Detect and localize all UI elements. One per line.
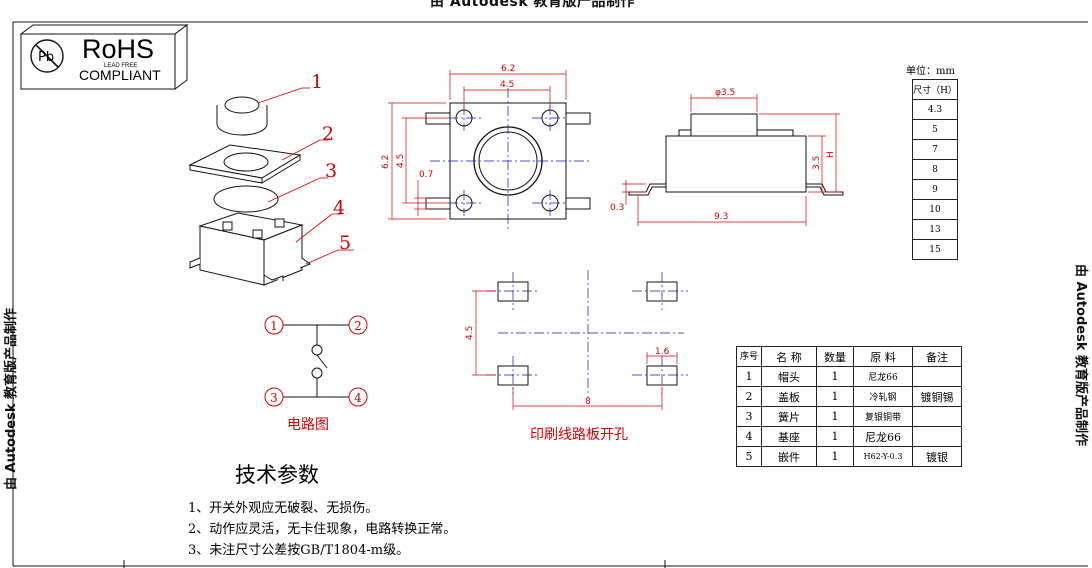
watermark-top: 由 Autodesk 教育版产品制作 [430, 0, 636, 10]
circuit-diagram [283, 324, 351, 398]
bom-cell: 1 [816, 426, 854, 447]
bom-cell: 镀银 [912, 446, 962, 467]
size-table: 尺寸（H） 4.3 5 7 8 9 10 13 15 [912, 79, 958, 260]
bom-cell: 冷轧钢 [853, 386, 913, 407]
bom-cell: 复银铜带 [853, 406, 913, 427]
dim-side-35: 3.5 [812, 156, 822, 170]
bom-cell [912, 366, 962, 387]
unit-label: 单位：mm [906, 66, 955, 77]
side-view-dimensions [622, 94, 840, 226]
top-view-dim-labels: 6.2 4.5 6.2 4.5 0.7 [381, 64, 515, 180]
bom-cell: H62-Y-0.3 [853, 446, 913, 467]
callout-4: 4 [333, 197, 345, 219]
bom-cell: 1 [816, 406, 854, 427]
bom-cell: 镀铜锡 [912, 386, 962, 407]
compliant-text: COMPLIANT [79, 67, 161, 83]
dim-pcb-16: 1.6 [655, 347, 670, 357]
bom-cell: 5 [736, 446, 762, 467]
exploded-callouts [257, 87, 354, 265]
callout-labels: 1 2 3 4 5 [311, 71, 351, 254]
bom-header-qty: 数量 [816, 346, 854, 367]
bom-cell: 4 [736, 426, 762, 447]
circuit-node-2: 2 [354, 319, 362, 333]
drawing-frame [12, 21, 1088, 568]
bom-cell [912, 406, 962, 427]
dim-top-inner: 4.5 [500, 80, 514, 90]
size-value: 8 [912, 159, 958, 180]
dim-cap-dia: φ3.5 [715, 88, 735, 98]
size-table-header: 尺寸（H） [912, 79, 958, 100]
bom-cell: 2 [736, 386, 762, 407]
callout-2: 2 [322, 123, 334, 145]
bom-cell: 1 [816, 446, 854, 467]
callout-3: 3 [325, 160, 337, 182]
size-value: 15 [912, 239, 958, 260]
tech-item-3: 3、未注尺寸公差按GB/T1804-m级。 [188, 543, 410, 558]
size-value: 4.3 [912, 99, 958, 120]
callout-1: 1 [311, 71, 323, 93]
dim-total-width: 9.3 [714, 212, 728, 222]
bom-header-name: 名 称 [761, 346, 817, 367]
side-view-dim-labels: φ3.5 H 3.5 0.3 9.3 [610, 88, 836, 222]
dim-pcb-8: 8 [585, 397, 591, 407]
top-view-dimensions [388, 70, 567, 220]
dim-pcb-45: 4.5 [465, 326, 475, 340]
tech-item-1: 1、开关外观应无破裂、无损伤。 [188, 501, 379, 516]
circuit-node-4: 4 [354, 391, 362, 405]
bom-cell: 盖板 [761, 386, 817, 407]
dim-side-03: 0.3 [610, 203, 624, 213]
size-value: 13 [912, 219, 958, 240]
rohs-logo: Pb RoHS LEAD FREE COMPLIANT [19, 24, 189, 90]
bom-cell: 1 [736, 366, 762, 387]
tech-title: 技术参数 [235, 463, 319, 487]
bom-cell: 尼龙66 [853, 426, 913, 447]
circuit-nodes [264, 315, 368, 407]
lead-free-text: LEAD FREE [104, 63, 137, 69]
size-value: 5 [912, 119, 958, 140]
bom-header-material: 原 料 [853, 346, 913, 367]
exploded-view [188, 96, 312, 286]
pcb-centerlines [486, 270, 688, 398]
bom-header-no: 序号 [736, 346, 762, 367]
bom-cell: 基座 [761, 426, 817, 447]
size-value: 9 [912, 179, 958, 200]
size-value: 7 [912, 139, 958, 160]
circuit-node-1: 1 [270, 319, 278, 333]
side-view [628, 113, 844, 196]
dim-side-inner: 4.5 [396, 154, 406, 168]
bom-cell [912, 426, 962, 447]
bom-header-note: 备注 [912, 346, 962, 367]
bom-cell: 帽头 [761, 366, 817, 387]
pcb-layout [497, 281, 678, 386]
pcb-dim-labels: 4.5 1.6 8 [465, 326, 670, 407]
pcb-dimensions [472, 290, 678, 410]
dim-top-width: 6.2 [501, 64, 515, 74]
dim-height-h: H [826, 151, 836, 158]
bom-cell: 3 [736, 406, 762, 427]
circuit-node-labels: 1 2 3 4 [270, 319, 362, 405]
rohs-text: RoHS [82, 34, 154, 64]
top-view-centerlines [430, 88, 590, 230]
size-value: 10 [912, 199, 958, 220]
tech-item-2: 2、动作应灵活，无卡住现象，电路转换正常。 [188, 522, 457, 537]
dim-side-height: 6.2 [381, 155, 391, 169]
bom-cell: 嵌件 [761, 446, 817, 467]
bom-cell: 尼龙66 [853, 366, 913, 387]
pb-badge-text: Pb [38, 50, 54, 65]
circuit-caption: 电路图 [287, 417, 329, 433]
circuit-node-3: 3 [270, 391, 278, 405]
bom-cell: 1 [816, 366, 854, 387]
callout-5: 5 [339, 232, 351, 254]
pcb-caption: 印刷线路板开孔 [530, 427, 628, 443]
bom-cell: 1 [816, 386, 854, 407]
bom-cell: 簧片 [761, 406, 817, 427]
dim-pin: 0.7 [419, 170, 433, 180]
